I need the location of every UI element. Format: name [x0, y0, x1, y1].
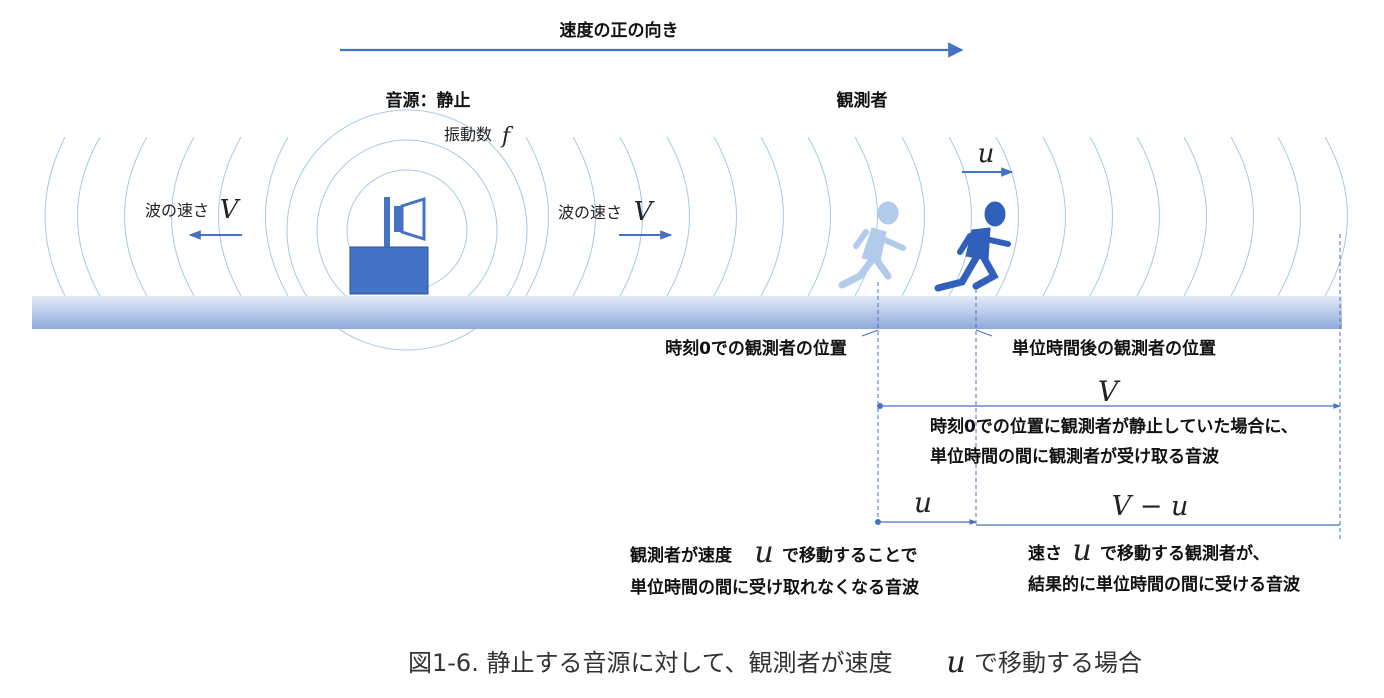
observer-velocity-symbol: u [978, 139, 995, 169]
wave-fronts [44, 109, 1348, 351]
speaker-icon [349, 196, 429, 295]
observer-after-unit-time-figure [934, 201, 1011, 292]
stationary-text-line2: 単位時間の間に観測者が受け取る音波 [930, 446, 1220, 467]
moving-loss-symbol: u [754, 535, 773, 570]
wave-speed-right-symbol: V [634, 197, 655, 227]
moving-loss-line2: 単位時間の間に受け取れなくなる音波 [630, 577, 920, 598]
observer-at-time-zero-figure [838, 201, 906, 289]
positive-direction-label: 速度の正の向き [560, 20, 679, 41]
wave-speed-left-symbol: V [220, 195, 241, 225]
pos-t0-label: 時刻0での観測者の位置 [665, 338, 847, 359]
received-line1-a: 速さ [1028, 543, 1062, 564]
ground [32, 296, 1342, 329]
moving-loss-line1-b: で移動することで [782, 545, 918, 566]
stationary-text-line1: 時刻0での位置に観測者が静止していた場合に、 [930, 416, 1298, 437]
V-span-symbol: V [1098, 375, 1121, 408]
u-segment-symbol: u [914, 486, 932, 519]
observer-label: 観測者 [837, 90, 888, 111]
figure-caption-symbol: u [946, 645, 965, 680]
pos-t1-leader [975, 329, 993, 337]
received-line2: 結果的に単位時間の間に受ける音波 [1028, 574, 1301, 595]
frequency-label: 振動数 [444, 125, 492, 144]
V-minus-u-symbol: V − u [1112, 491, 1189, 522]
pos-t0-leader [861, 329, 879, 337]
frequency-symbol: f [500, 124, 514, 149]
moving-loss-line1-a: 観測者が速度 [630, 545, 733, 566]
received-symbol: u [1072, 533, 1091, 568]
wave-speed-left-label: 波の速さ [145, 201, 209, 220]
received-line1-b: で移動する観測者が、 [1100, 543, 1270, 564]
pos-t1-label: 単位時間後の観測者の位置 [1012, 338, 1216, 359]
source-label: 音源：静止 [386, 90, 471, 111]
wave-speed-right-label: 波の速さ [558, 203, 622, 222]
figure-caption-b: で移動する場合 [974, 649, 1142, 677]
figure-caption-a: 図1-6. 静止する音源に対して、観測者が速度 [408, 649, 893, 677]
position-markers [877, 234, 1341, 540]
